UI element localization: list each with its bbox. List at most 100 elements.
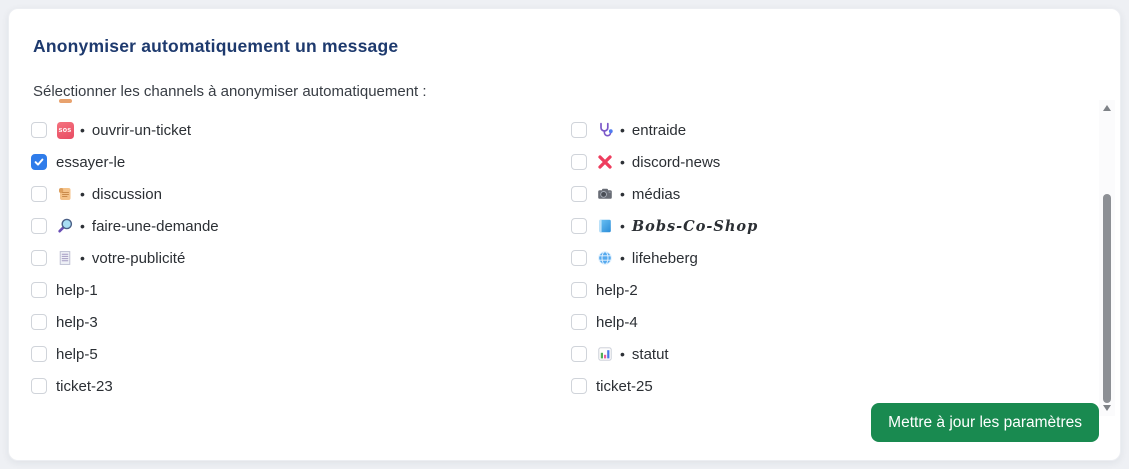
channel-row-content: • entraide <box>596 121 686 139</box>
channel-row-content: •faire-une-demande <box>56 217 219 235</box>
channel-label: help-5 <box>56 345 98 363</box>
channel-row-content: • votre-publicité <box>56 249 185 267</box>
channel-column-left: sos • ouvrir-un-ticket essayer-le • discussio… <box>31 114 571 398</box>
channel-column-right: • entraide • discord-news • médias •Bobs-Co-Sh… <box>571 114 1091 398</box>
channel-row[interactable]: essayer-le <box>31 146 571 178</box>
channel-row-content: ticket-25 <box>596 378 653 395</box>
channel-row[interactable]: • statut <box>571 338 1091 370</box>
magnifier-icon <box>56 217 74 235</box>
channel-row-content: • lifeheberg <box>596 249 698 267</box>
channel-row-content: • médias <box>596 185 680 203</box>
channel-row-content: sos • ouvrir-un-ticket <box>56 121 191 139</box>
cross-mark-icon <box>596 153 614 171</box>
channel-checkbox[interactable] <box>31 218 47 234</box>
channel-row[interactable]: help-2 <box>571 274 1091 306</box>
channel-row[interactable]: ticket-23 <box>31 370 571 398</box>
anonymize-message-card: Anonymiser automatiquement un message Sé… <box>8 8 1121 461</box>
channel-label: help-2 <box>596 281 638 299</box>
channel-label: médias <box>631 185 681 203</box>
channel-checkbox[interactable] <box>31 250 47 266</box>
channel-label: discord-news <box>631 153 721 171</box>
bullet-separator: • <box>620 186 625 202</box>
sos-badge-icon: sos <box>56 121 74 139</box>
channel-columns: sos • ouvrir-un-ticket essayer-le • discussio… <box>31 96 1107 398</box>
channel-row-content: ticket-23 <box>56 378 113 395</box>
channel-label: discussion <box>91 185 162 203</box>
channel-row[interactable]: ticket-25 <box>571 370 1091 398</box>
stethoscope-icon <box>596 121 614 139</box>
channel-label: statut <box>631 345 669 363</box>
channel-row[interactable]: • discussion <box>31 178 571 210</box>
channel-row[interactable]: • médias <box>571 178 1091 210</box>
channel-label: help-1 <box>56 281 98 299</box>
bullet-separator: • <box>80 186 85 202</box>
channel-checkbox[interactable] <box>571 314 587 330</box>
bullet-separator: • <box>620 250 625 266</box>
channel-label: faire-une-demande <box>91 217 219 235</box>
channel-checkbox-checked[interactable] <box>31 154 47 170</box>
channel-row-content: help-3 <box>56 314 98 331</box>
scroll-up-arrow[interactable] <box>1099 102 1115 114</box>
channel-row[interactable]: • discord-news <box>571 146 1091 178</box>
channel-checkbox[interactable] <box>31 122 47 138</box>
bullet-separator: • <box>620 154 625 170</box>
channel-row[interactable]: help-1 <box>31 274 571 306</box>
channel-checkbox[interactable] <box>571 250 587 266</box>
blue-book-icon <box>596 217 614 235</box>
channel-label: help-4 <box>596 313 638 331</box>
channel-label: entraide <box>631 121 687 139</box>
channel-row-content: help-5 <box>56 346 98 363</box>
channel-checkbox[interactable] <box>571 346 587 362</box>
channel-checkbox[interactable] <box>31 346 47 362</box>
bullet-separator: • <box>80 250 85 266</box>
channel-checkbox[interactable] <box>31 186 47 202</box>
channel-checkbox[interactable] <box>571 154 587 170</box>
channel-checkbox[interactable] <box>571 122 587 138</box>
channel-row-content: help-4 <box>596 314 638 331</box>
channel-label: ticket-25 <box>596 377 653 395</box>
channel-row[interactable]: • lifeheberg <box>571 242 1091 274</box>
channel-row[interactable]: •Bobs-Co-Shop <box>571 210 1091 242</box>
channel-row[interactable]: help-5 <box>31 338 571 370</box>
channel-checkbox[interactable] <box>571 218 587 234</box>
channel-row-content: • statut <box>596 345 669 363</box>
card-subtitle: Sélectionner les channels à anonymiser a… <box>33 83 427 100</box>
channel-checkbox[interactable] <box>571 378 587 394</box>
channel-checkbox[interactable] <box>31 282 47 298</box>
channel-row-content: • discussion <box>56 185 162 203</box>
channel-checkbox[interactable] <box>31 378 47 394</box>
bar-chart-icon <box>596 345 614 363</box>
channel-row-content: • discord-news <box>596 153 720 171</box>
channel-checkbox[interactable] <box>571 186 587 202</box>
sos-badge-icon: sos <box>56 121 74 139</box>
scrollbar-thumb[interactable] <box>1103 194 1111 403</box>
clipped-channel-row <box>59 99 72 103</box>
channel-label: lifeheberg <box>631 249 698 267</box>
channel-checkbox[interactable] <box>31 314 47 330</box>
scrollbar[interactable] <box>1099 100 1115 416</box>
channel-checkbox[interactable] <box>571 282 587 298</box>
channel-row[interactable]: sos • ouvrir-un-ticket <box>31 114 571 146</box>
card-title: Anonymiser automatiquement un message <box>33 36 399 56</box>
channel-row[interactable]: help-4 <box>571 306 1091 338</box>
scroll-icon <box>56 185 74 203</box>
channel-row-content: help-2 <box>596 282 638 299</box>
channel-label: help-3 <box>56 313 98 331</box>
channel-label: ouvrir-un-ticket <box>91 121 192 139</box>
channel-list-viewport: sos • ouvrir-un-ticket essayer-le • discussio… <box>31 96 1107 398</box>
scroll-down-arrow[interactable] <box>1099 402 1115 414</box>
bullet-separator: • <box>80 122 85 138</box>
channel-row[interactable]: help-3 <box>31 306 571 338</box>
bullet-separator: • <box>620 346 625 362</box>
channel-row-content: •Bobs-Co-Shop <box>596 217 758 235</box>
channel-row[interactable]: • entraide <box>571 114 1091 146</box>
channel-row-content: essayer-le <box>56 154 125 171</box>
bullet-separator: • <box>620 122 625 138</box>
globe-icon <box>596 249 614 267</box>
bullet-separator: • <box>620 218 625 234</box>
update-settings-button[interactable]: Mettre à jour les paramètres <box>871 403 1099 442</box>
channel-row[interactable]: •faire-une-demande <box>31 210 571 242</box>
channel-label: votre-publicité <box>91 249 186 267</box>
channel-row[interactable]: • votre-publicité <box>31 242 571 274</box>
